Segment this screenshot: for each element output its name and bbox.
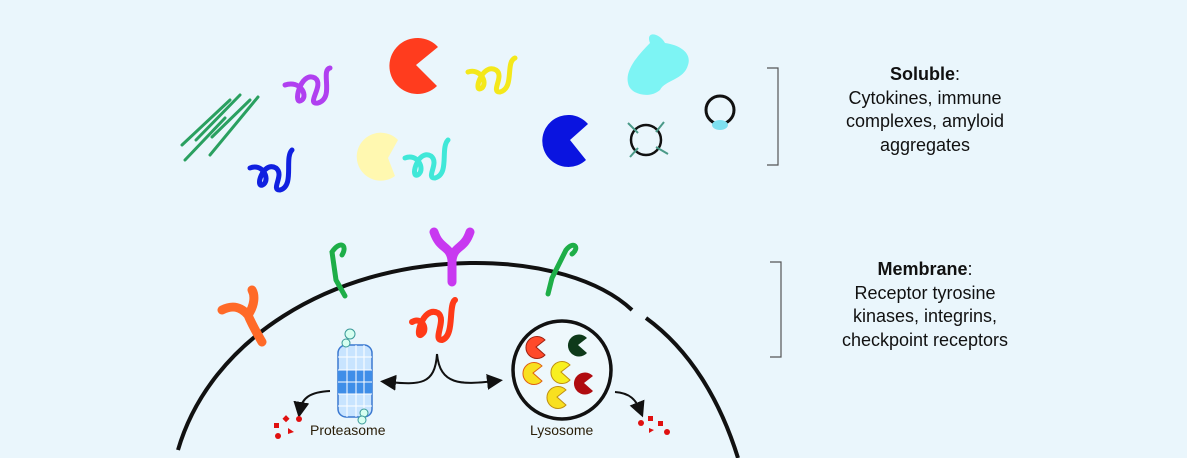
lysosome-label: Lysosome (530, 422, 594, 438)
soluble-line: Cytokines, immune (848, 87, 1002, 108)
receptor-ring-icon (704, 94, 736, 130)
purple-receptor-icon (429, 227, 475, 287)
cell-membrane (176, 260, 634, 451)
lysosome-output-arrow (614, 391, 645, 418)
membrane-line: checkpoint receptors (841, 329, 1009, 350)
green-receptor-icon (329, 242, 348, 299)
immune-complex-ring-icon (627, 121, 669, 158)
red-internalized-protein-icon (409, 297, 458, 344)
lysosome-icon (511, 319, 613, 421)
membrane-bracket (770, 261, 782, 358)
proteasome-output-arrow (293, 390, 331, 418)
peptide-fragments-icon-2 (638, 416, 670, 435)
soluble-bracket (767, 67, 779, 166)
to-lysosome-arrow (436, 353, 503, 390)
purple-cytokine-icon (282, 65, 333, 106)
membrane-title: Membrane (877, 259, 968, 279)
yellow-cytokine-icon (465, 55, 518, 95)
membrane-line: Receptor tyrosine (854, 282, 996, 303)
membrane-line: kinases, integrins, (852, 306, 998, 326)
immune-complex-blob-icon (627, 34, 689, 95)
cell-membrane-right (644, 316, 740, 458)
to-proteasome-arrow (380, 353, 438, 391)
soluble-label: Soluble: Cytokines, immune complexes, am… (795, 63, 1055, 157)
pale-yellow-enzyme-icon (356, 132, 398, 181)
soluble-title: Soluble (889, 64, 955, 84)
orange-receptor-icon (217, 285, 267, 347)
cyan-cytokine-icon (402, 137, 451, 181)
peptide-fragments-icon (274, 415, 302, 439)
membrane-colon: : (967, 259, 973, 279)
soluble-line: aggregates (879, 134, 971, 155)
amyloid-fibrils-icon (180, 93, 260, 162)
soluble-line: complexes, amyloid (845, 111, 1005, 131)
red-enzyme-icon (389, 37, 438, 94)
proteasome-icon (337, 328, 373, 425)
green-receptor-icon-2 (545, 242, 579, 297)
blue-enzyme-icon (542, 114, 588, 167)
blue-cytokine-icon (247, 147, 295, 193)
soluble-colon: : (955, 64, 961, 84)
proteasome-label: Proteasome (310, 422, 386, 438)
membrane-label: Membrane: Receptor tyrosine kinases, int… (795, 258, 1055, 352)
